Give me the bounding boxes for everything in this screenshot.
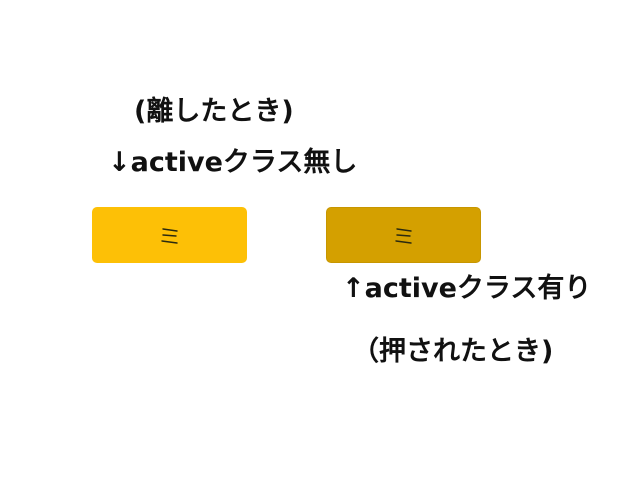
pressed-caption: （押されたとき) — [352, 336, 554, 367]
released-caption: (離したとき) — [134, 96, 294, 127]
menu-lines-icon — [160, 225, 180, 245]
no-active-class-caption: ↓activeクラス無し — [108, 147, 358, 178]
has-active-class-caption: ↑activeクラス有り — [342, 273, 592, 304]
menu-lines-icon — [394, 225, 414, 245]
menu-button-normal[interactable] — [92, 207, 247, 263]
menu-button-active[interactable] — [326, 207, 481, 263]
